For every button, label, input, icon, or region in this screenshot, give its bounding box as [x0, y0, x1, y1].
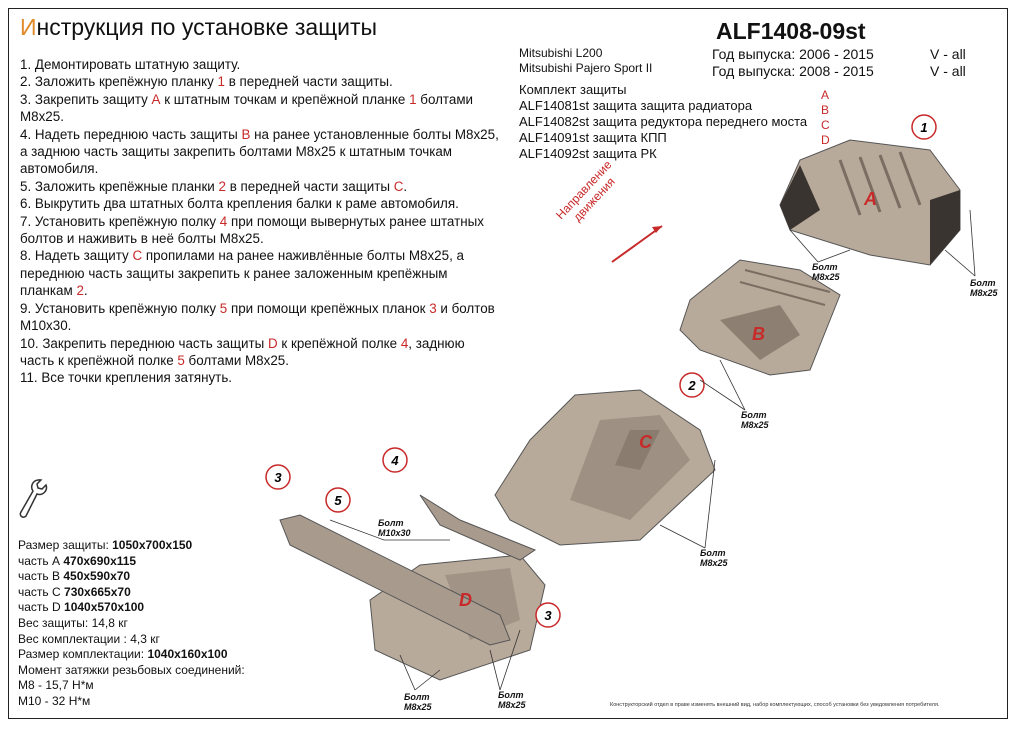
wrench-icon	[19, 479, 48, 518]
spec-row: Вес защиты: 14,8 кг	[18, 615, 128, 630]
spec-row: М10 - 32 Н*м	[18, 693, 91, 708]
kit-item: ALF14091st защита КПП	[519, 130, 667, 145]
spec-row: М8 - 15,7 Н*м	[18, 678, 94, 693]
part-letter-a: A	[863, 189, 877, 209]
step-9: 9. Установить крепёжную полку 5 при помо…	[20, 300, 495, 334]
step-7: 7. Установить крепёжную полку 4 при помо…	[20, 213, 484, 247]
model-code: ALF1408-09st	[716, 18, 866, 44]
part-letter-d: D	[459, 590, 472, 610]
spec-row: часть В 450х590х70	[18, 569, 131, 584]
step-5: 5. Заложить крепёжные планки 2 в передне…	[20, 178, 408, 194]
variant: V - all	[930, 63, 966, 79]
callout-label: 5	[334, 493, 342, 508]
direction-arrow	[611, 225, 663, 263]
page-frame	[8, 8, 1008, 719]
callout-label: 2	[687, 378, 696, 393]
part-a-plate	[779, 139, 961, 266]
step-1: 1. Демонтировать штатную защиту.	[20, 57, 241, 72]
step-2: 2. Заложить крепёжную планку 1 в передне…	[20, 74, 393, 90]
step-4: 4. Надеть переднюю часть защиты В на ран…	[20, 126, 499, 177]
callout-5	[325, 487, 351, 513]
kit-letter: C	[821, 118, 830, 132]
kit-letter: A	[821, 88, 830, 102]
part-letter-b: B	[752, 324, 765, 344]
year-range: Год выпуска: 2008 - 2015	[712, 63, 874, 79]
spec-row: Размер защиты: 1050х700х150	[18, 538, 193, 552]
step-11: 11. Все точки крепления затянуть.	[20, 370, 233, 386]
spec-row: часть С 730х665х70	[18, 584, 131, 599]
year-range: Год выпуска: 2006 - 2015	[712, 46, 874, 62]
kit-item: ALF14081st защита защита радиатора	[519, 98, 753, 113]
callout-4	[382, 447, 408, 473]
page-title: Инструкция по установке защиты	[20, 14, 378, 40]
callout-1	[911, 114, 937, 140]
bracket-5	[279, 514, 511, 646]
spec-row: часть А 470х690х115	[18, 553, 137, 568]
car-model: Mitsubishi Pajero Sport II	[519, 61, 653, 75]
callout-label: 4	[390, 453, 399, 468]
kit-letters: A B C D	[821, 88, 830, 148]
callout-2	[679, 372, 705, 398]
callout-3	[265, 464, 291, 490]
spec-row: Вес комплектации : 4,3 кг	[18, 631, 160, 646]
callout-label: 3	[274, 470, 282, 485]
part-b-plate	[679, 259, 841, 376]
step-3: 3. Закрепить защиту А к штатным точкам и…	[20, 91, 474, 125]
kit-item: ALF14082st защита редуктора переднего мо…	[519, 114, 808, 129]
disclaimer: Конструкторский отдел в праве изменять в…	[610, 702, 940, 708]
kit-letter: B	[821, 103, 830, 117]
kit-heading: Комплект защиты	[519, 82, 627, 97]
bracket-4	[419, 494, 537, 561]
car-model: Mitsubishi L200	[519, 46, 603, 60]
spec-row: часть D 1040х570х100	[18, 600, 145, 615]
step-6: 6. Выкрутить два штатных болта крепления…	[20, 196, 459, 212]
step-8: 8. Надеть защиту С пропилами на ранее на…	[20, 248, 464, 299]
part-c-plate	[494, 389, 716, 546]
step-10: 10. Закрепить переднюю часть защиты D к …	[20, 335, 465, 368]
spec-row: Момент затяжки резьбовых соединений:	[18, 662, 245, 677]
kit-letter: D	[821, 133, 830, 147]
car-models: Mitsubishi L200 Mitsubishi Pajero Sport …	[519, 46, 652, 76]
part-letter-c: C	[639, 432, 653, 452]
installation-steps: 1. Демонтировать штатную защиту. 2. Залож…	[20, 56, 500, 387]
production-years: Год выпуска: 2006 - 2015 V - all Год выпу…	[712, 46, 966, 80]
kit-item: ALF14092st защита РК	[519, 146, 657, 161]
callout-label: 1	[920, 120, 927, 135]
variant: V - all	[930, 46, 966, 62]
kit-list: Комплект защиты ALF14081st защита защита…	[519, 82, 807, 162]
callout-3	[535, 602, 561, 628]
spec-row: Размер комплектации: 1040х160х100	[18, 647, 228, 662]
callout-label: 3	[544, 608, 552, 623]
